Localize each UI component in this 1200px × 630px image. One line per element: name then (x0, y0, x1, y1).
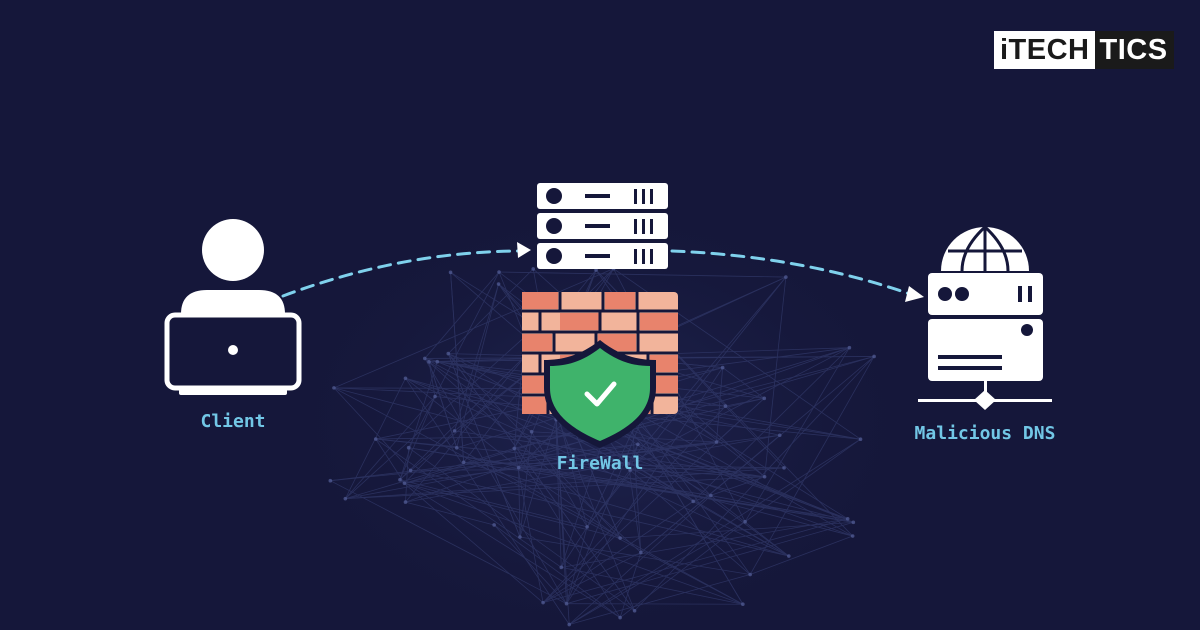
laptop-base-icon (179, 389, 287, 395)
server-unit-2 (537, 213, 668, 239)
client-icon (164, 219, 302, 395)
server-stack-icon (537, 183, 668, 269)
dns-server-bottom-unit (928, 319, 1043, 381)
user-head-icon (202, 219, 264, 281)
dns-server-top-unit (928, 273, 1043, 315)
firewall-label: FireWall (556, 453, 644, 474)
itechtics-logo: iTECH TICS (994, 31, 1174, 69)
arrowhead-firewall (517, 242, 531, 258)
checkmark-icon (584, 381, 617, 407)
globe-icon (941, 225, 1029, 272)
connection-arrows (281, 249, 912, 298)
arrowhead-dns (905, 286, 924, 302)
client-label: Client (200, 411, 266, 432)
laptop-camera-dot (228, 345, 238, 355)
user-body-icon (181, 290, 285, 314)
network-connector-node (974, 390, 996, 410)
client-to-firewall-arrow (281, 249, 520, 298)
server-unit-3 (537, 243, 668, 269)
dns-server-icon (918, 225, 1052, 410)
logo-text-left: iTECH (994, 31, 1095, 69)
shield-check-icon (544, 340, 656, 448)
logo-text-right: TICS (1094, 31, 1174, 69)
malicious-dns-label: Malicious DNS (914, 423, 1056, 444)
server-unit-1 (537, 183, 668, 209)
firewall-to-dns-arrow (670, 249, 912, 296)
